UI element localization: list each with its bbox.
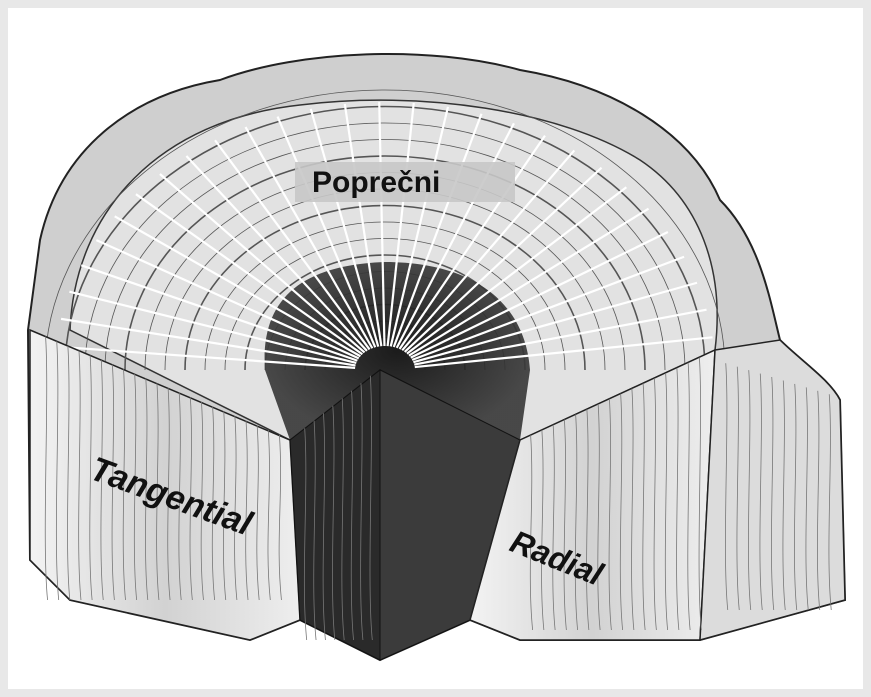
cross-section-label: Poprečni — [312, 166, 440, 199]
